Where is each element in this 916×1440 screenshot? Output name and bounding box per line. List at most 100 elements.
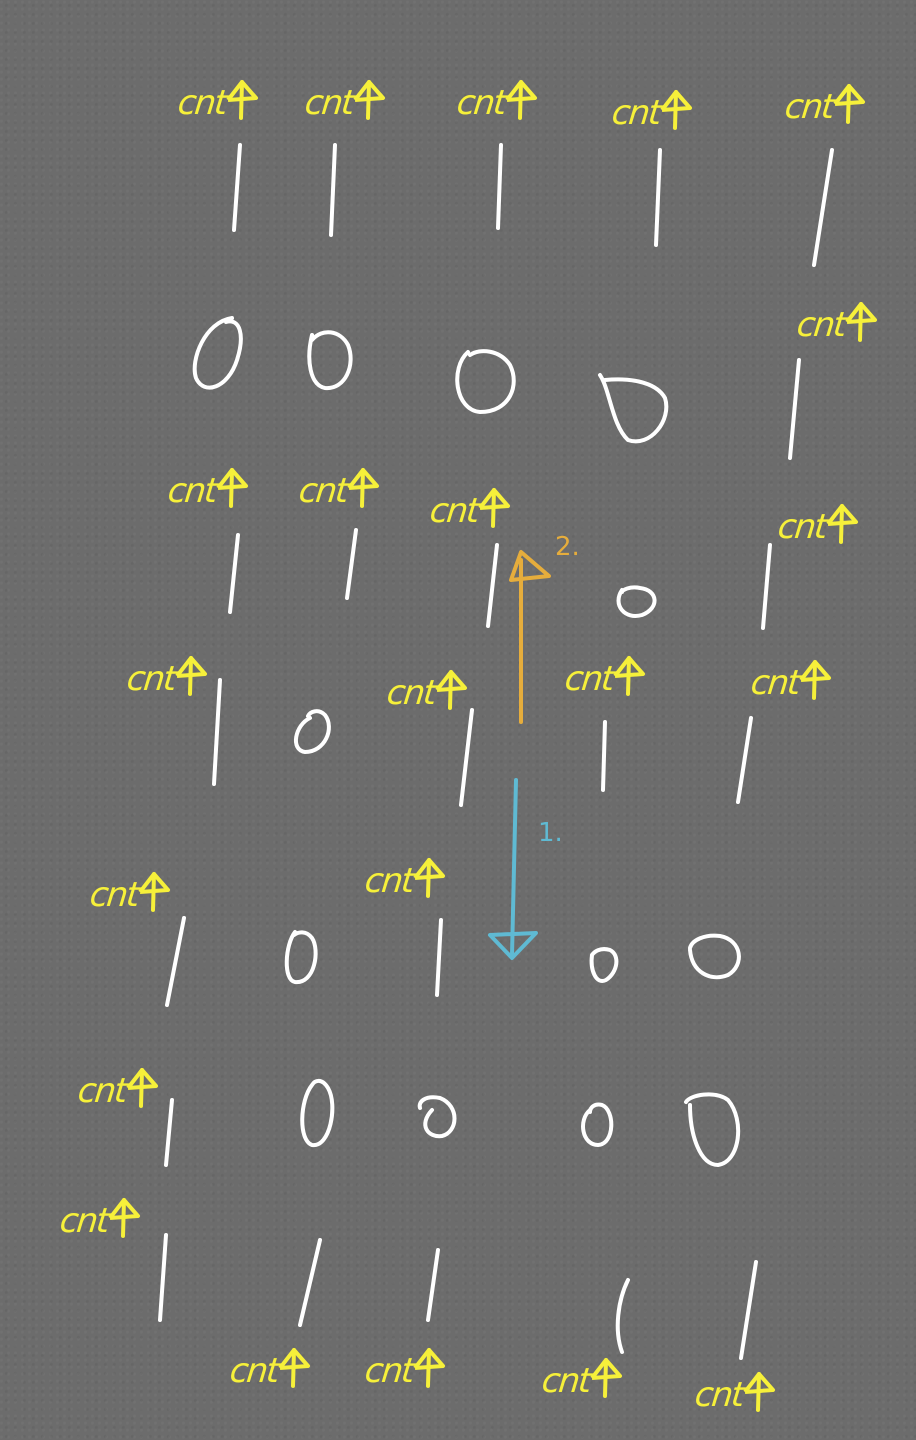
bar-mark (228, 533, 240, 614)
bar-mark (298, 1238, 322, 1327)
up-arrow-icon (277, 1348, 310, 1388)
cnt-text: cnt (362, 1351, 415, 1391)
cnt-text: cnt (748, 663, 801, 703)
bar-mark (739, 1260, 758, 1360)
cnt-text: cnt (57, 1201, 110, 1241)
cnt-label: cnt (384, 668, 469, 713)
circle-mark (589, 947, 619, 983)
circle-mark (300, 1078, 335, 1148)
circle-mark (616, 585, 657, 618)
up-arrow-icon (174, 656, 207, 696)
arrow-down-head (488, 931, 538, 960)
circle-mark (688, 933, 741, 980)
bar-mark (812, 148, 834, 267)
up-arrow-icon (612, 656, 645, 696)
up-arrow-icon (412, 858, 445, 898)
bar-mark (486, 543, 499, 628)
cnt-label: cnt (302, 78, 387, 123)
cnt-label: cnt (362, 856, 447, 901)
circle-mark (455, 349, 516, 414)
up-arrow-icon (844, 302, 877, 342)
cnt-label: cnt (539, 1356, 624, 1401)
cnt-text: cnt (302, 83, 355, 123)
cnt-label: cnt (782, 82, 867, 127)
circle-mark (684, 1092, 741, 1167)
up-arrow-icon (215, 468, 248, 508)
up-arrow-icon (137, 872, 170, 912)
cnt-text: cnt (609, 93, 662, 133)
cnt-text: cnt (75, 1071, 128, 1111)
cnt-label: cnt (748, 658, 833, 703)
cnt-text: cnt (539, 1361, 592, 1401)
up-arrow-icon (504, 80, 537, 120)
cnt-text: cnt (454, 83, 507, 123)
cnt-label: cnt (125, 654, 209, 699)
bar-mark (736, 716, 753, 804)
cnt-label: cnt (562, 654, 647, 699)
bar-mark (164, 1098, 174, 1167)
cnt-text: cnt (775, 507, 828, 547)
bar-mark (601, 720, 607, 792)
cnt-text: cnt (692, 1375, 745, 1415)
up-arrow-icon (742, 1372, 775, 1412)
cnt-label: cnt (87, 870, 172, 915)
bar-mark (615, 1278, 630, 1354)
cnt-label: cnt (165, 466, 250, 511)
bar-mark (232, 143, 242, 232)
up-arrow-icon (434, 670, 467, 710)
up-arrow-icon (225, 80, 258, 120)
circle-mark (598, 373, 669, 444)
cnt-label: cnt (454, 78, 539, 123)
bar-mark (496, 143, 503, 230)
arrow-label-1: 1. (538, 818, 563, 848)
arrow-down-shaft (510, 778, 518, 957)
circle-mark (417, 1095, 457, 1139)
up-arrow-icon (412, 1348, 445, 1388)
circle-mark (294, 709, 331, 754)
cnt-label: cnt (297, 466, 381, 511)
cnt-text: cnt (794, 305, 847, 345)
up-arrow-icon (589, 1358, 622, 1398)
cnt-text: cnt (562, 659, 615, 699)
up-arrow-icon (825, 504, 858, 544)
bar-mark (761, 543, 772, 630)
bar-mark (788, 358, 801, 460)
cnt-label: cnt (609, 88, 694, 133)
circle-mark (307, 330, 353, 391)
cnt-text: cnt (165, 471, 218, 511)
cnt-text: cnt (362, 861, 415, 901)
up-arrow-icon (659, 90, 692, 130)
cnt-text: cnt (782, 87, 835, 127)
up-arrow-icon (352, 80, 385, 120)
bar-mark (654, 148, 662, 247)
cnt-label: cnt (57, 1196, 142, 1241)
bar-mark (165, 916, 186, 1007)
cnt-label: cnt (428, 486, 512, 531)
cnt-text: cnt (384, 673, 437, 713)
bar-mark (435, 918, 443, 997)
cnt-label: cnt (362, 1346, 447, 1391)
cnt-text: cnt (175, 83, 228, 123)
cnt-text: cnt (227, 1351, 280, 1391)
arrow-up-head (509, 550, 551, 582)
up-arrow-icon (107, 1198, 140, 1238)
cnt-label: cnt (175, 78, 260, 123)
bar-mark (426, 1248, 440, 1322)
bar-mark (459, 708, 474, 807)
bar-mark (212, 678, 222, 786)
up-arrow-icon (125, 1068, 158, 1108)
bar-mark (158, 1233, 168, 1322)
up-arrow-icon (346, 468, 379, 508)
up-arrow-icon (477, 488, 510, 528)
bar-mark (345, 528, 358, 600)
circle-mark (192, 316, 243, 390)
cnt-text: cnt (87, 875, 140, 915)
up-arrow-icon (832, 84, 865, 124)
up-arrow-icon (798, 660, 831, 700)
cnt-label: cnt (692, 1370, 777, 1415)
cnt-label: cnt (75, 1066, 160, 1111)
